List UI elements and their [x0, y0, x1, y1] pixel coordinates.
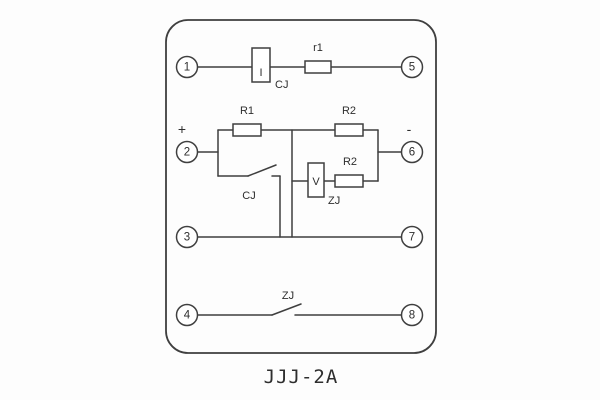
resistor-r1-label: r1	[313, 42, 323, 54]
resistor-R2-top-box	[334, 123, 364, 137]
terminal-2: 2	[175, 140, 199, 164]
terminal-4: 4	[175, 303, 199, 327]
terminal-1-number: 1	[184, 62, 190, 74]
cj-contact-blade	[247, 164, 277, 177]
terminal-3-number: 3	[184, 232, 190, 244]
terminal-3: 3	[175, 225, 199, 249]
cj-contact-label: CJ	[242, 190, 255, 202]
terminal-6-circle	[400, 140, 424, 164]
voltage-element-label: ZJ	[328, 195, 340, 207]
terminal-7-circle	[400, 225, 424, 249]
terminal-5-number: 5	[409, 62, 415, 74]
terminal-8-number: 8	[409, 310, 415, 322]
resistor-R2-bottom-box	[334, 174, 364, 188]
terminal-6-number: 6	[409, 147, 415, 159]
polarity-plus-label: +	[178, 121, 186, 137]
terminal-4-circle	[175, 303, 199, 327]
terminal-8: 8	[400, 303, 424, 327]
zj-contact-blade	[271, 303, 302, 316]
resistor-R2-top-label: R2	[342, 105, 356, 117]
model-caption: JJJ-2A	[264, 366, 339, 388]
terminal-5-circle	[400, 55, 424, 79]
resistor-R2-bottom-label: R2	[343, 156, 357, 168]
current-coil-label: CJ	[275, 79, 288, 91]
voltage-element-symbol: V	[312, 176, 320, 188]
resistor-R1-label: R1	[240, 105, 254, 117]
terminal-3-circle	[175, 225, 199, 249]
terminal-6: 6	[400, 140, 424, 164]
relay-case-outline	[165, 19, 437, 354]
current-coil-symbol: I	[259, 67, 262, 79]
terminal-1-circle	[175, 55, 199, 79]
resistor-r1-box	[304, 60, 332, 74]
terminal-2-circle	[175, 140, 199, 164]
terminal-7: 7	[400, 225, 424, 249]
polarity-minus-label: -	[407, 121, 412, 137]
voltage-element-box	[307, 162, 325, 198]
wires	[196, 66, 403, 316]
terminal-1: 1	[175, 55, 199, 79]
terminal-5: 5	[400, 55, 424, 79]
zj-contact-label: ZJ	[282, 290, 294, 302]
terminal-7-number: 7	[409, 232, 415, 244]
terminal-2-number: 2	[184, 147, 190, 159]
terminal-4-number: 4	[184, 310, 191, 322]
resistor-R1-box	[232, 123, 262, 137]
terminal-8-circle	[400, 303, 424, 327]
current-coil-box	[251, 47, 271, 83]
